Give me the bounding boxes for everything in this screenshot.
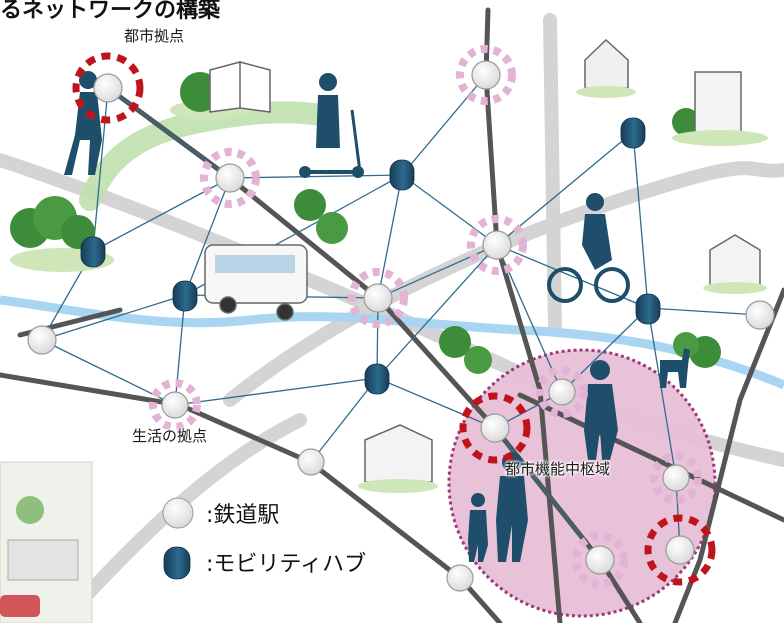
- scooter-rider-icon: [299, 73, 364, 178]
- legend-mobility-hub-icon: [163, 546, 191, 580]
- school-icon: [709, 234, 761, 286]
- city-hub-label: 都市拠点: [124, 27, 185, 45]
- station: [215, 163, 245, 193]
- bus-icon: [204, 244, 308, 321]
- legend-station-label: :鉄道駅: [206, 503, 280, 528]
- mobility-hub: [80, 236, 106, 268]
- book-icon: [209, 61, 271, 113]
- station: [665, 535, 695, 565]
- station: [482, 230, 512, 260]
- station: [446, 564, 474, 592]
- pedestrian-icon: [584, 360, 618, 460]
- green-walkway: [79, 101, 331, 211]
- station: [93, 73, 123, 103]
- stations: [27, 60, 775, 592]
- station: [297, 448, 325, 476]
- public-building-icon: [364, 424, 433, 483]
- station: [471, 60, 501, 90]
- station: [363, 283, 393, 313]
- legend-station-icon: [162, 497, 194, 529]
- buildings: [204, 38, 768, 493]
- station: [745, 300, 775, 330]
- station: [585, 545, 615, 575]
- deer-icon: [660, 348, 690, 388]
- cyclist-icon: [547, 193, 630, 303]
- mobility-hub: [635, 293, 661, 325]
- parent-and-child-icon: [468, 452, 528, 562]
- mobility-hub: [364, 363, 390, 395]
- apartment-building-icon: [694, 71, 742, 135]
- life-hub-label: 生活の拠点: [132, 427, 208, 445]
- city-hub-rings: [72, 52, 716, 586]
- station: [161, 391, 189, 419]
- station: [480, 413, 510, 443]
- station: [27, 325, 57, 355]
- station: [662, 464, 690, 492]
- legend-mobility-hub-label: :モビリティハブ: [206, 552, 367, 577]
- page-title: るネットワークの構築: [0, 0, 221, 23]
- station-halos: [149, 45, 702, 588]
- house-icon: [584, 38, 629, 89]
- inset-illustration: [0, 461, 93, 623]
- mobility-hubs: [80, 117, 661, 395]
- mobility-hub: [389, 159, 415, 191]
- mobility-hub: [620, 117, 646, 149]
- central-area-label: 都市機能中枢域: [505, 460, 611, 478]
- mobility-hub: [172, 280, 198, 312]
- legend: [162, 497, 194, 580]
- station: [548, 378, 576, 406]
